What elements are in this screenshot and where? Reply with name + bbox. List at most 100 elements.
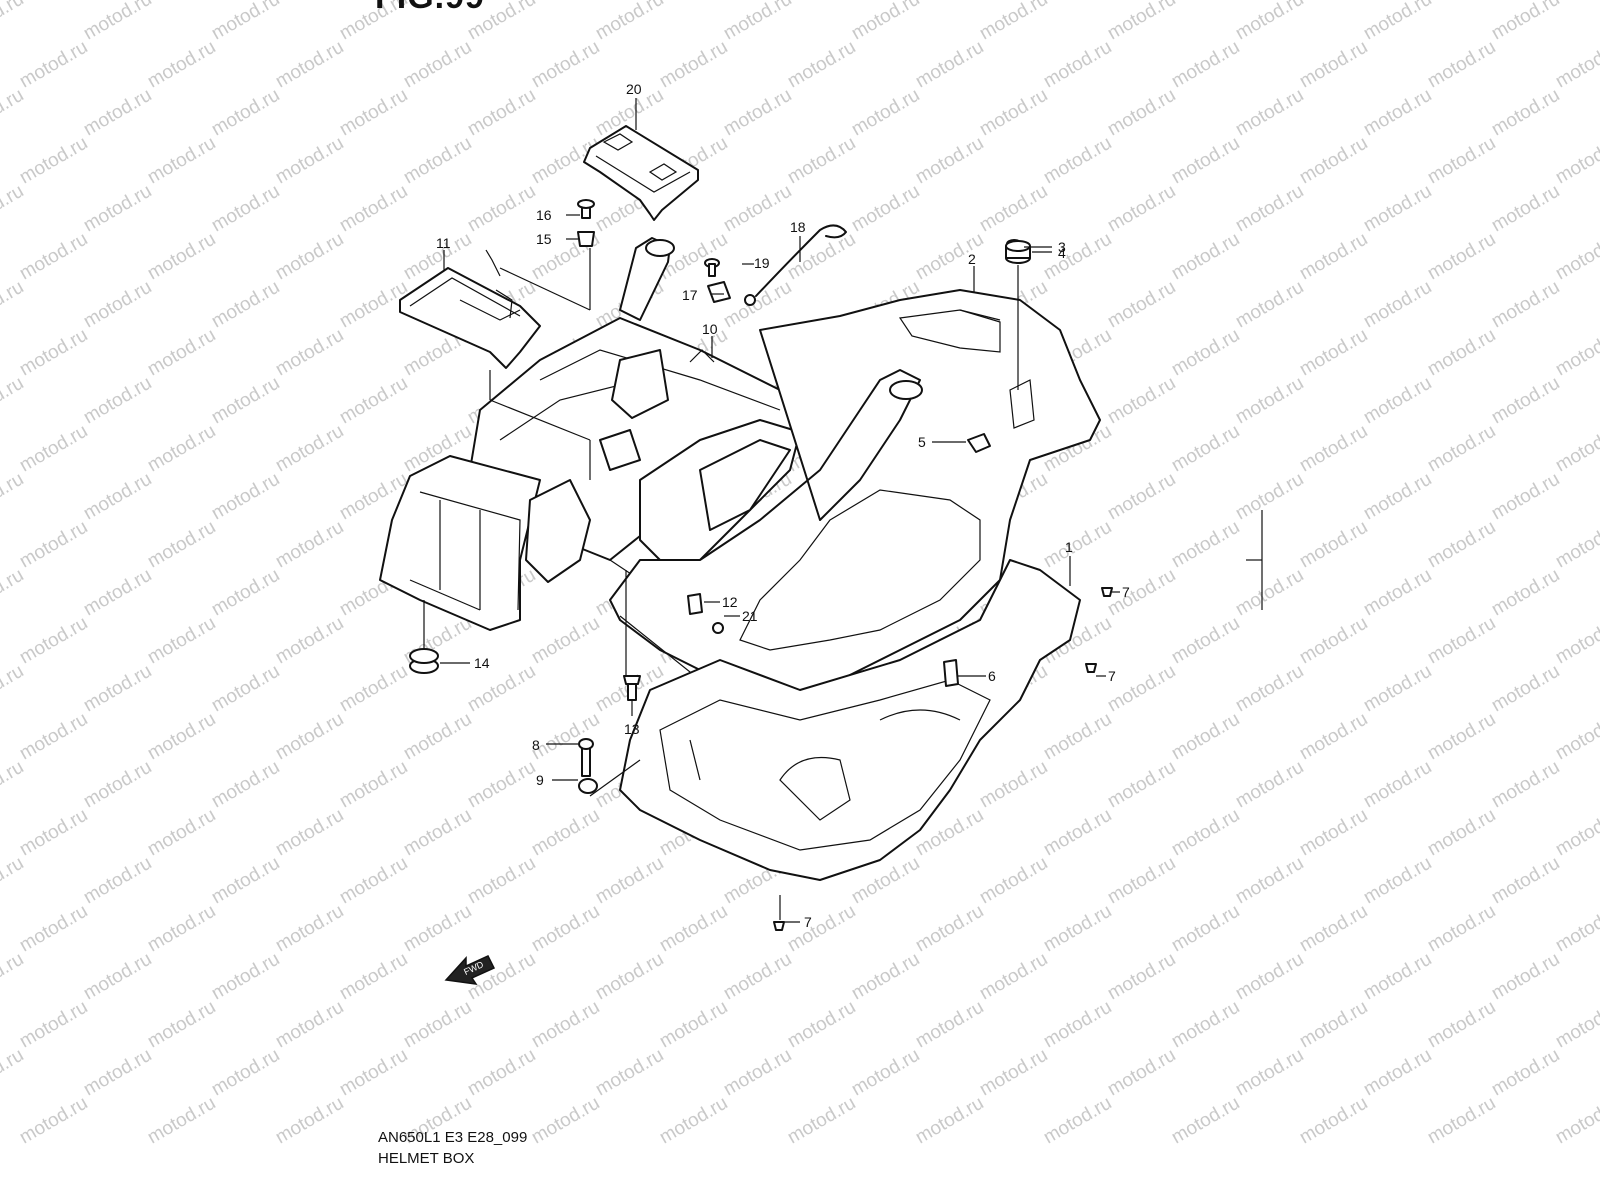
callout-16: 16: [536, 207, 552, 223]
watermark-text: motod.ru: [1104, 181, 1179, 237]
watermark-text: motod.ru: [0, 1045, 27, 1101]
watermark-text: motod.ru: [272, 325, 347, 381]
watermark-text: motod.ru: [1360, 0, 1435, 44]
watermark-text: motod.ru: [1168, 901, 1243, 957]
watermark-text: motod.ru: [272, 1093, 347, 1149]
callout-8: 8: [532, 737, 540, 753]
watermark-text: motod.ru: [976, 853, 1051, 909]
watermark-text: motod.ru: [1232, 757, 1307, 813]
watermark-text: motod.ru: [1232, 469, 1307, 525]
watermark-text: motod.ru: [336, 853, 411, 909]
watermark-text: motod.ru: [208, 565, 283, 621]
watermark-text: motod.ru: [1424, 709, 1499, 765]
watermark-text: motod.ru: [1488, 85, 1563, 141]
watermark-text: motod.ru: [1040, 229, 1115, 285]
watermark-text: motod.ru: [0, 469, 27, 525]
watermark-text: motod.ru: [0, 181, 27, 237]
callout-12: 12: [722, 594, 738, 610]
watermark-text: motod.ru: [272, 229, 347, 285]
watermark-text: motod.ru: [592, 0, 667, 44]
watermark-text: motod.ru: [1296, 229, 1371, 285]
watermark-text: motod.ru: [528, 1093, 603, 1149]
watermark-text: motod.ru: [1360, 757, 1435, 813]
watermark-text: motod.ru: [1104, 1045, 1179, 1101]
figure-title: FIG.99: [375, 0, 485, 17]
watermark-text: motod.ru: [16, 517, 91, 573]
watermark-text: motod.ru: [1040, 517, 1115, 573]
watermark-text: motod.ru: [1424, 805, 1499, 861]
watermark-text: motod.ru: [16, 229, 91, 285]
callout-labels: 20 16 15 11 18 19 17 10 2 3 4 5 1 7 7 6 …: [436, 81, 1130, 930]
callout-4: 4: [1058, 245, 1066, 261]
watermark-text: motod.ru: [1488, 949, 1563, 1005]
watermark-text: motod.ru: [16, 997, 91, 1053]
watermark-text: motod.ru: [976, 949, 1051, 1005]
watermark-text: motod.ru: [1168, 133, 1243, 189]
watermark-text: motod.ru: [1360, 373, 1435, 429]
watermark-text: motod.ru: [272, 421, 347, 477]
watermark-text: motod.ru: [80, 757, 155, 813]
watermark-text: motod.ru: [1296, 709, 1371, 765]
watermark-text: motod.ru: [1296, 133, 1371, 189]
watermark-text: motod.ru: [464, 181, 539, 237]
callout-18: 18: [790, 219, 806, 235]
watermark-text: motod.ru: [976, 757, 1051, 813]
watermark-text: motod.ru: [1360, 85, 1435, 141]
watermark-text: motod.ru: [1040, 709, 1115, 765]
watermark-text: motod.ru: [80, 85, 155, 141]
watermark-text: motod.ru: [0, 949, 27, 1005]
watermark-text: motod.ru: [1424, 133, 1499, 189]
watermark-text: motod.ru: [1552, 325, 1600, 381]
watermark-text: motod.ru: [912, 37, 987, 93]
watermark-text: motod.ru: [80, 853, 155, 909]
watermark-text: motod.ru: [784, 229, 859, 285]
watermark-text: motod.ru: [16, 613, 91, 669]
watermark-text: motod.ru: [272, 37, 347, 93]
watermark-text: motod.ru: [1360, 277, 1435, 333]
watermark-text: motod.ru: [1104, 757, 1179, 813]
watermark-text: motod.ru: [1168, 613, 1243, 669]
watermark-text: motod.ru: [144, 421, 219, 477]
part-10-frame: [379, 237, 851, 631]
callout-10: 10: [702, 321, 718, 337]
watermark-text: motod.ru: [1488, 469, 1563, 525]
watermark-text: motod.ru: [1168, 517, 1243, 573]
watermark-text: motod.ru: [1104, 949, 1179, 1005]
watermark-text: motod.ru: [16, 805, 91, 861]
watermark-text: motod.ru: [1168, 997, 1243, 1053]
watermark-text: motod.ru: [144, 1093, 219, 1149]
watermark-text: motod.ru: [0, 565, 27, 621]
watermark-text: motod.ru: [848, 0, 923, 44]
callout-6: 6: [988, 668, 996, 684]
callout-17: 17: [682, 287, 698, 303]
callout-5: 5: [918, 434, 926, 450]
watermark-text: motod.ru: [1040, 805, 1115, 861]
watermark-text: motod.ru: [208, 181, 283, 237]
watermark-text: motod.ru: [80, 1045, 155, 1101]
watermark-text: motod.ru: [592, 853, 667, 909]
part-11-bracket: [399, 249, 541, 369]
callout-2: 2: [968, 251, 976, 267]
watermark-text: motod.ru: [208, 277, 283, 333]
watermark-text: motod.ru: [1296, 517, 1371, 573]
watermark-text: motod.ru: [1104, 373, 1179, 429]
watermark-text: motod.ru: [400, 805, 475, 861]
watermark-text: motod.ru: [144, 133, 219, 189]
watermark-text: motod.ru: [272, 709, 347, 765]
watermark-text: motod.ru: [848, 181, 923, 237]
figure-name: HELMET BOX: [378, 1150, 475, 1167]
watermark-text: motod.ru: [1488, 853, 1563, 909]
watermark-text: motod.ru: [144, 997, 219, 1053]
watermark-text: motod.ru: [272, 901, 347, 957]
watermark-text: motod.ru: [1168, 37, 1243, 93]
watermark-text: motod.ru: [272, 613, 347, 669]
watermark-text: motod.ru: [720, 277, 795, 333]
watermark-text: motod.ru: [336, 1045, 411, 1101]
watermark-text: motod.ru: [1552, 421, 1600, 477]
watermark-text: motod.ru: [0, 277, 27, 333]
watermark-text: motod.ru: [528, 997, 603, 1053]
callout-21: 21: [742, 608, 758, 624]
watermark-text: motod.ru: [1552, 517, 1600, 573]
watermark-text: motod.ru: [80, 277, 155, 333]
watermark-text: motod.ru: [1488, 0, 1563, 44]
